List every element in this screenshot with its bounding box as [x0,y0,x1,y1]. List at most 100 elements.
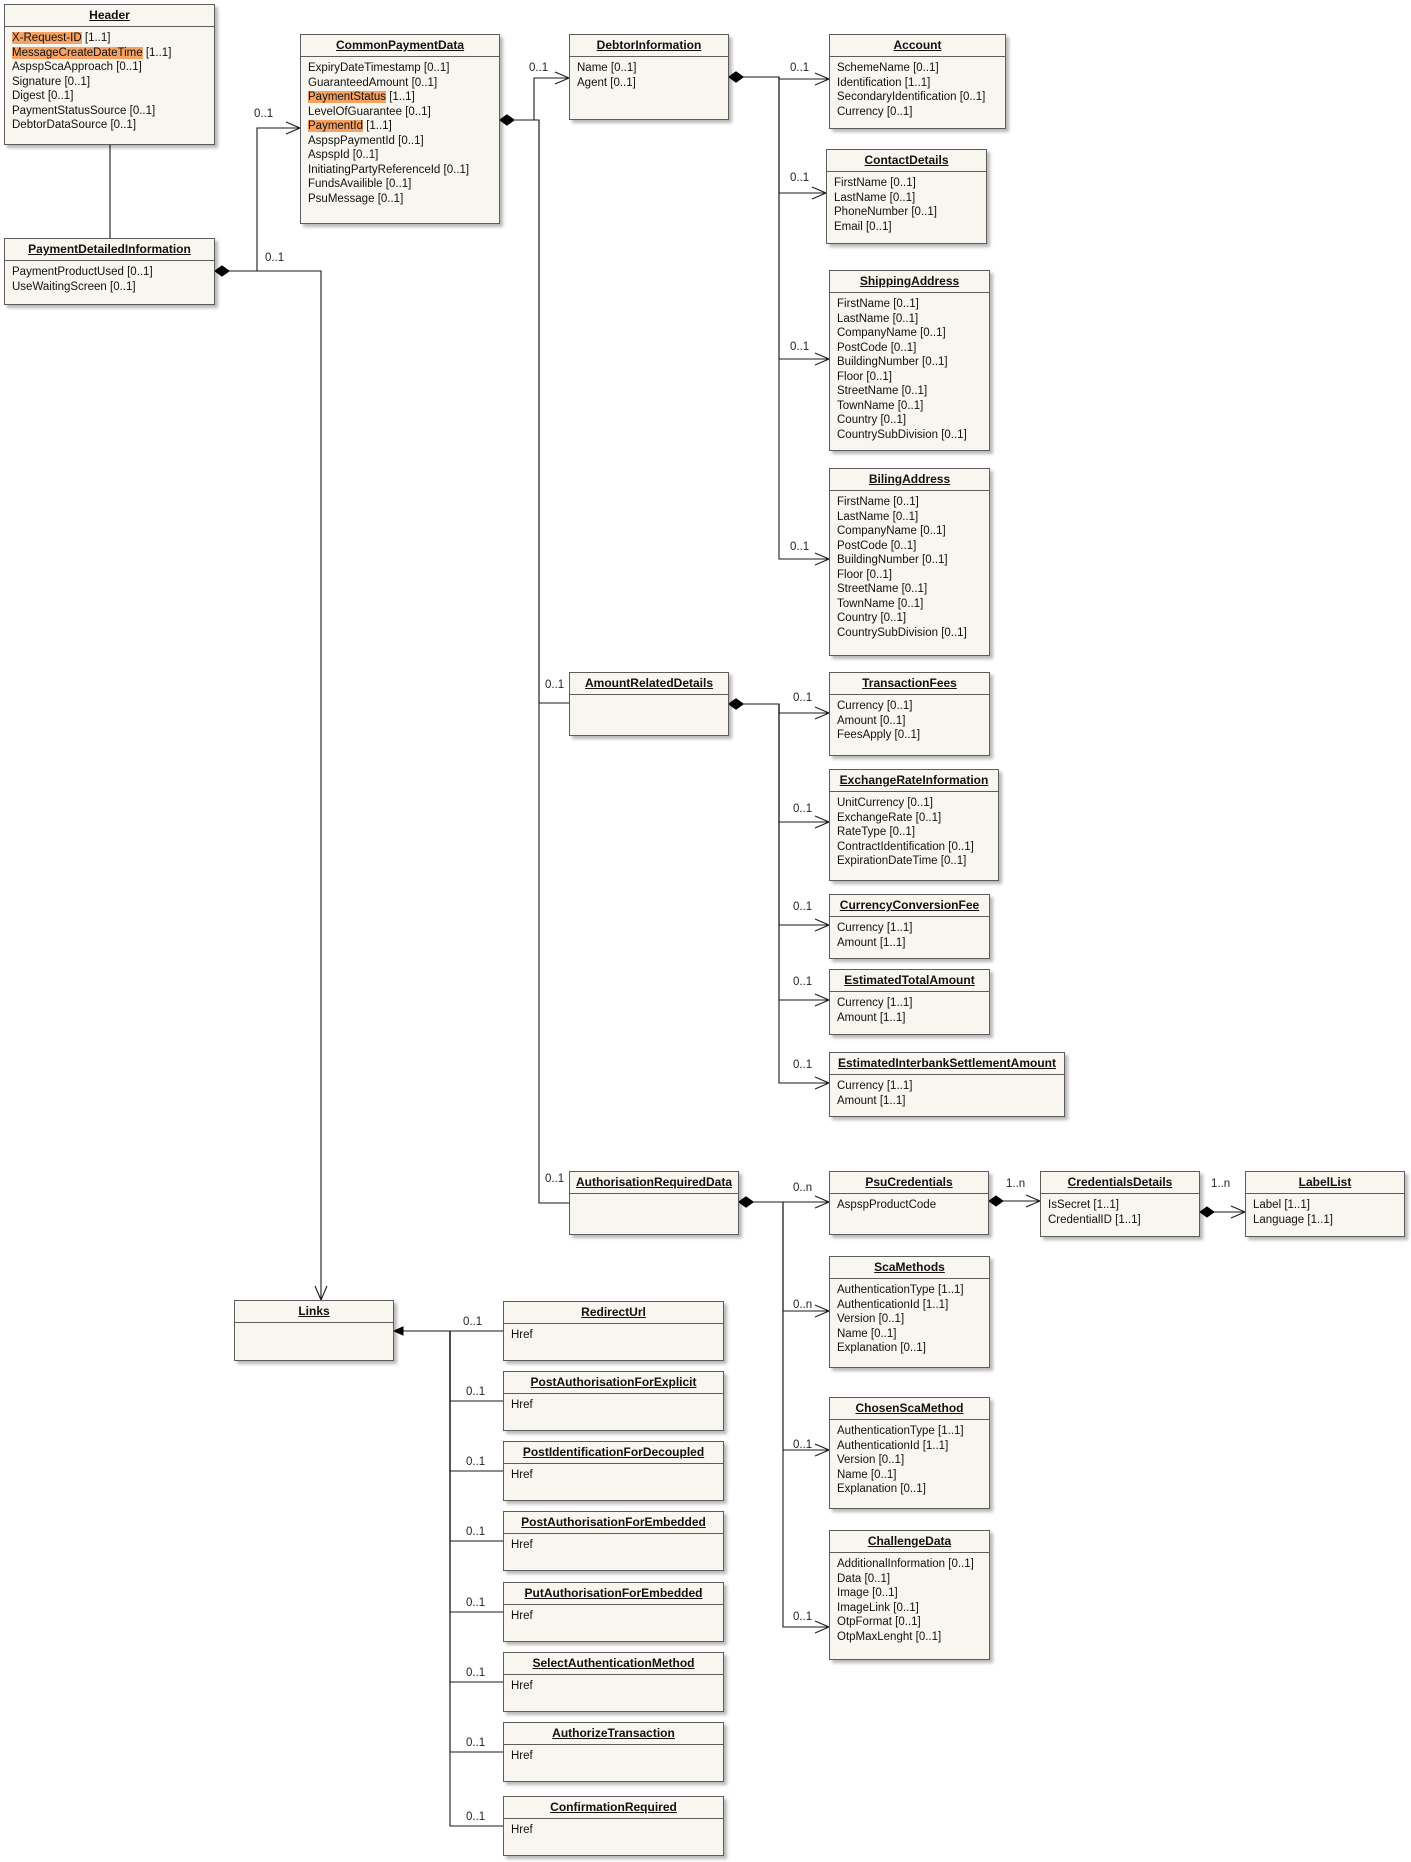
attribute-name: Amount [837,714,877,727]
attribute-name: PaymentProductUsed [12,266,124,278]
attribute-name: FirstName [837,298,891,310]
attribute-name: IsSecret [1048,1199,1091,1211]
attribute-row: CredentialID [1..1] [1048,1213,1193,1228]
attribute-row: OtpFormat [0..1] [837,1615,983,1630]
attribute-name: Image [837,1587,869,1599]
attribute-row: Amount [1..1] [837,1011,983,1026]
attribute-list: AuthenticationType [1..1]AuthenticationI… [830,1279,989,1356]
attribute-name: PsuMessage [308,192,375,205]
class-title: CurrencyConversionFee [839,898,980,912]
attribute-row: Language [1..1] [1253,1213,1398,1228]
attribute-multiplicity: [1..1] [904,76,931,89]
class-divider [1041,1193,1199,1194]
class-title: Header [89,8,130,22]
association-line [729,76,829,560]
attribute-row: AspspPaymentId [0..1] [308,134,493,149]
attribute-row: PsuMessage [0..1] [308,192,493,207]
attribute-row: Identification [1..1] [837,76,999,91]
attribute-name: Explanation [837,1342,898,1354]
attribute-list: Href [504,1324,723,1343]
attribute-row: ExpirationDateTime [0..1] [837,854,992,869]
attribute-name: Href [511,1469,533,1481]
attribute-name: CountrySubDivision [837,428,938,441]
attribute-row: PaymentId [1..1] [308,119,493,134]
attribute-name: Country [837,414,878,426]
attribute-list: Href [504,1819,723,1838]
class-divider [830,1074,1064,1075]
class-title: Links [298,1304,330,1318]
attribute-row: Href [511,1679,717,1694]
attribute-name: InitiatingPartyReferenceId [308,163,441,176]
class-divider [235,1322,393,1323]
attribute-row: ContractIdentification [0..1] [837,840,992,855]
attribute-multiplicity: [0..1] [889,826,916,838]
attribute-row: Country [0..1] [837,611,983,626]
class-authorisationrequireddata[interactable]: AuthorisationRequiredData [569,1171,739,1235]
class-divider [504,1818,723,1819]
class-divider [830,1419,989,1420]
attribute-name: Version [837,1454,876,1466]
attribute-multiplicity: [0..1] [610,62,637,74]
attribute-multiplicity: [0..1] [922,554,948,566]
attribute-multiplicity: [0..1] [377,192,404,205]
attribute-multiplicity: [0..1] [870,1468,897,1481]
multiplicity-label: 0..1 [466,1386,486,1398]
attribute-multiplicity: [0..1] [900,1342,926,1354]
attribute-row: LastName [0..1] [837,312,983,327]
attribute-multiplicity: [0..1] [892,312,919,325]
attribute-name: Explanation [837,1483,898,1495]
attribute-list: PaymentProductUsed [0..1]UseWaitingScree… [5,261,214,294]
attribute-row: Amount [1..1] [837,936,983,951]
class-amountrelateddetails[interactable]: AmountRelatedDetails [569,672,729,736]
attribute-name: BuildingNumber [837,554,919,566]
class-title: CredentialsDetails [1067,1175,1173,1189]
attribute-name: Name [577,62,608,74]
attribute-name: Currency [837,1080,884,1092]
attribute-row: FirstName [0..1] [837,297,983,312]
class-links[interactable]: Links [234,1300,394,1361]
attribute-row: CompanyName [0..1] [837,326,983,341]
attribute-row: Href [511,1398,717,1413]
attribute-multiplicity: [0..1] [866,370,892,383]
class-divider [504,1463,723,1464]
class-divider [570,1193,738,1194]
attribute-name: Amount [837,1094,877,1107]
class-title: PostIdentificationForDecoupled [522,1445,705,1459]
attribute-name: Amount [837,936,877,949]
attribute-name: StreetName [837,583,899,595]
attribute-row: OtpMaxLenght [0..1] [837,1630,983,1645]
association-line [500,77,569,121]
class-title: ChallengeData [867,1534,952,1548]
attribute-row: CountrySubDivision [0..1] [837,626,983,641]
attribute-row: PaymentProductUsed [0..1] [12,265,208,280]
attribute-row: Href [511,1538,717,1553]
class-divider [504,1393,723,1394]
